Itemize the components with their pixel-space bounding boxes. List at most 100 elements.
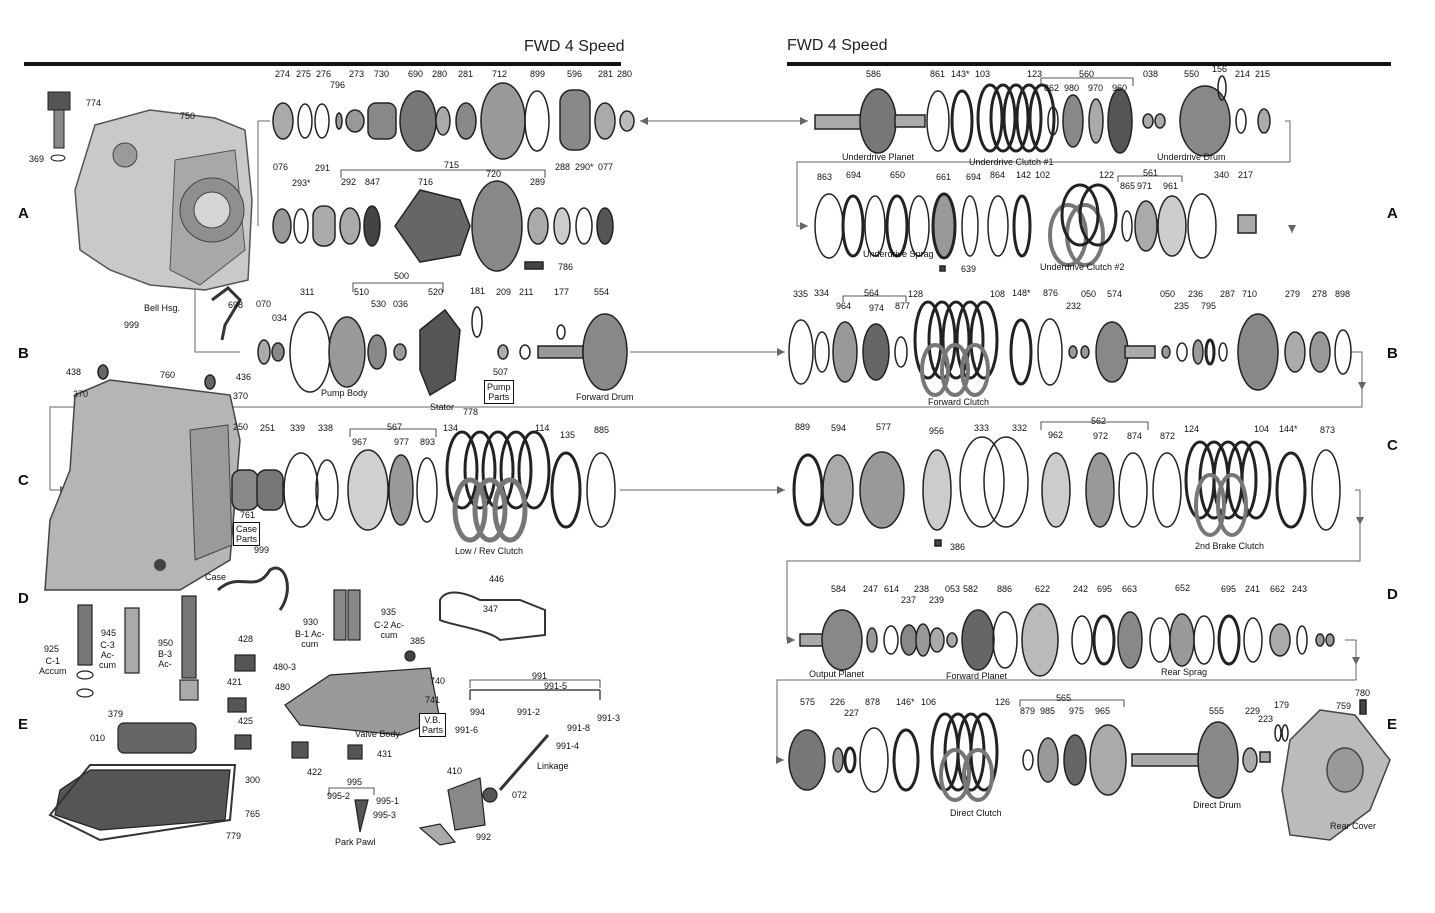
part-number: 991 — [532, 671, 548, 681]
sensor-art — [47, 91, 71, 162]
part-number: 335 — [793, 289, 809, 299]
part-number: 217 — [1238, 170, 1254, 180]
part-number: 431 — [377, 749, 393, 759]
caption-2nd-brake-clutch: 2nd Brake Clutch — [1195, 541, 1265, 551]
part-number: 229 — [1245, 706, 1261, 716]
part-number: 053 — [945, 584, 961, 594]
right-row-e-parts — [788, 699, 1391, 841]
part-number: 992 — [476, 832, 492, 842]
caption-output-planet: Output Planet — [809, 669, 865, 679]
part-number: 128 — [908, 289, 924, 299]
part-number: 995-3 — [373, 810, 397, 820]
caption-b1-accum: B-1 Ac- cum — [295, 629, 325, 649]
part-number: 291 — [315, 163, 331, 173]
caption-underdrive-clutch-1: Underdrive Clutch #1 — [969, 157, 1054, 167]
row-letter-d-left: D — [18, 590, 29, 607]
part-number: 564 — [864, 288, 880, 298]
part-number: 935 — [381, 607, 397, 617]
caption-pump-body: Pump Body — [321, 388, 368, 398]
part-number: 237 — [901, 595, 917, 605]
row-b-parts — [211, 286, 628, 397]
part-number: 215 — [1255, 69, 1271, 79]
part-number: 795 — [1201, 301, 1217, 311]
part-number: 945 — [101, 628, 117, 638]
part-number: 123 — [1027, 69, 1043, 79]
part-number: 276 — [316, 69, 332, 79]
caption-stator: Stator — [430, 402, 455, 412]
part-number: 994 — [470, 707, 486, 717]
part-number: 885 — [594, 425, 610, 435]
part-number: 750 — [180, 111, 196, 121]
part-number: 181 — [470, 286, 486, 296]
part-number: 369 — [29, 154, 45, 164]
part-number: 991-3 — [597, 713, 621, 723]
part-number: 765 — [245, 809, 261, 819]
part-number: 333 — [974, 423, 990, 433]
part-number: 759 — [1336, 701, 1352, 711]
part-number: 694 — [846, 170, 862, 180]
caption-forward-clutch: Forward Clutch — [928, 397, 990, 407]
caption-underdrive-planet: Underdrive Planet — [842, 152, 915, 162]
part-number: 596 — [567, 69, 583, 79]
part-number: 290* — [575, 162, 594, 172]
part-number: 104 — [1254, 424, 1270, 434]
part-number: 698 — [228, 300, 244, 310]
row-a-top-parts — [272, 82, 635, 160]
part-number: 287 — [1220, 289, 1236, 299]
part-number: 961 — [1163, 181, 1179, 191]
part-number: 584 — [831, 584, 847, 594]
part-number: 865 — [1120, 181, 1136, 191]
part-number: 874 — [1127, 431, 1143, 441]
part-number: 761 — [240, 510, 256, 520]
part-number: 878 — [865, 697, 881, 707]
part-number: 956 — [929, 426, 945, 436]
part-number: 712 — [492, 69, 508, 79]
part-number: 425 — [238, 716, 254, 726]
right-row-a-top-parts — [814, 75, 1271, 157]
part-number: 126 — [995, 697, 1011, 707]
row-letter-b-right: B — [1387, 345, 1398, 362]
part-number: 740 — [430, 676, 446, 686]
part-number: 281 — [598, 69, 614, 79]
row-a-bottom-parts — [272, 180, 614, 272]
row-letter-e-right: E — [1387, 716, 1398, 733]
part-number: 991-6 — [455, 725, 479, 735]
part-number: 730 — [374, 69, 390, 79]
part-number: 977 — [394, 437, 410, 447]
caption-forward-drum: Forward Drum — [576, 392, 634, 402]
caption-b3-accum: B-3 Ac- — [158, 649, 173, 669]
part-number: 586 — [866, 69, 882, 79]
caption-low-rev-clutch: Low / Rev Clutch — [455, 546, 524, 556]
part-number: 280 — [432, 69, 448, 79]
caption-c3-accum: C-3 Ac- cum — [99, 640, 117, 670]
part-number: 339 — [290, 423, 306, 433]
part-number: 050 — [1081, 289, 1097, 299]
part-number: 779 — [226, 831, 242, 841]
part-number: 662 — [1270, 584, 1286, 594]
right-row-a-bottom-parts — [814, 183, 1257, 272]
part-number: 108 — [990, 289, 1006, 299]
part-number: 273 — [349, 69, 365, 79]
right-header-rule — [787, 62, 1391, 66]
part-number: 438 — [66, 367, 82, 377]
box-pump-parts: Pump Parts — [484, 380, 514, 404]
part-number: 889 — [795, 422, 811, 432]
part-number: 861 — [930, 69, 946, 79]
part-number: 134 — [443, 423, 459, 433]
part-number: 275 — [296, 69, 312, 79]
part-number: 340 — [1214, 170, 1230, 180]
part-number: 985 — [1040, 706, 1056, 716]
part-number: 156 — [1212, 64, 1228, 74]
part-number: 760 — [160, 370, 176, 380]
part-number: 995 — [347, 777, 363, 787]
part-number: 877 — [895, 301, 911, 311]
part-number: 038 — [1143, 69, 1159, 79]
part-number: 177 — [554, 287, 570, 297]
part-number: 974 — [869, 303, 885, 313]
part-number: 991-4 — [556, 741, 580, 751]
part-number: 962 — [1048, 430, 1064, 440]
part-number: 292 — [341, 177, 357, 187]
part-number: 975 — [1069, 706, 1085, 716]
part-number: 209 — [496, 287, 512, 297]
